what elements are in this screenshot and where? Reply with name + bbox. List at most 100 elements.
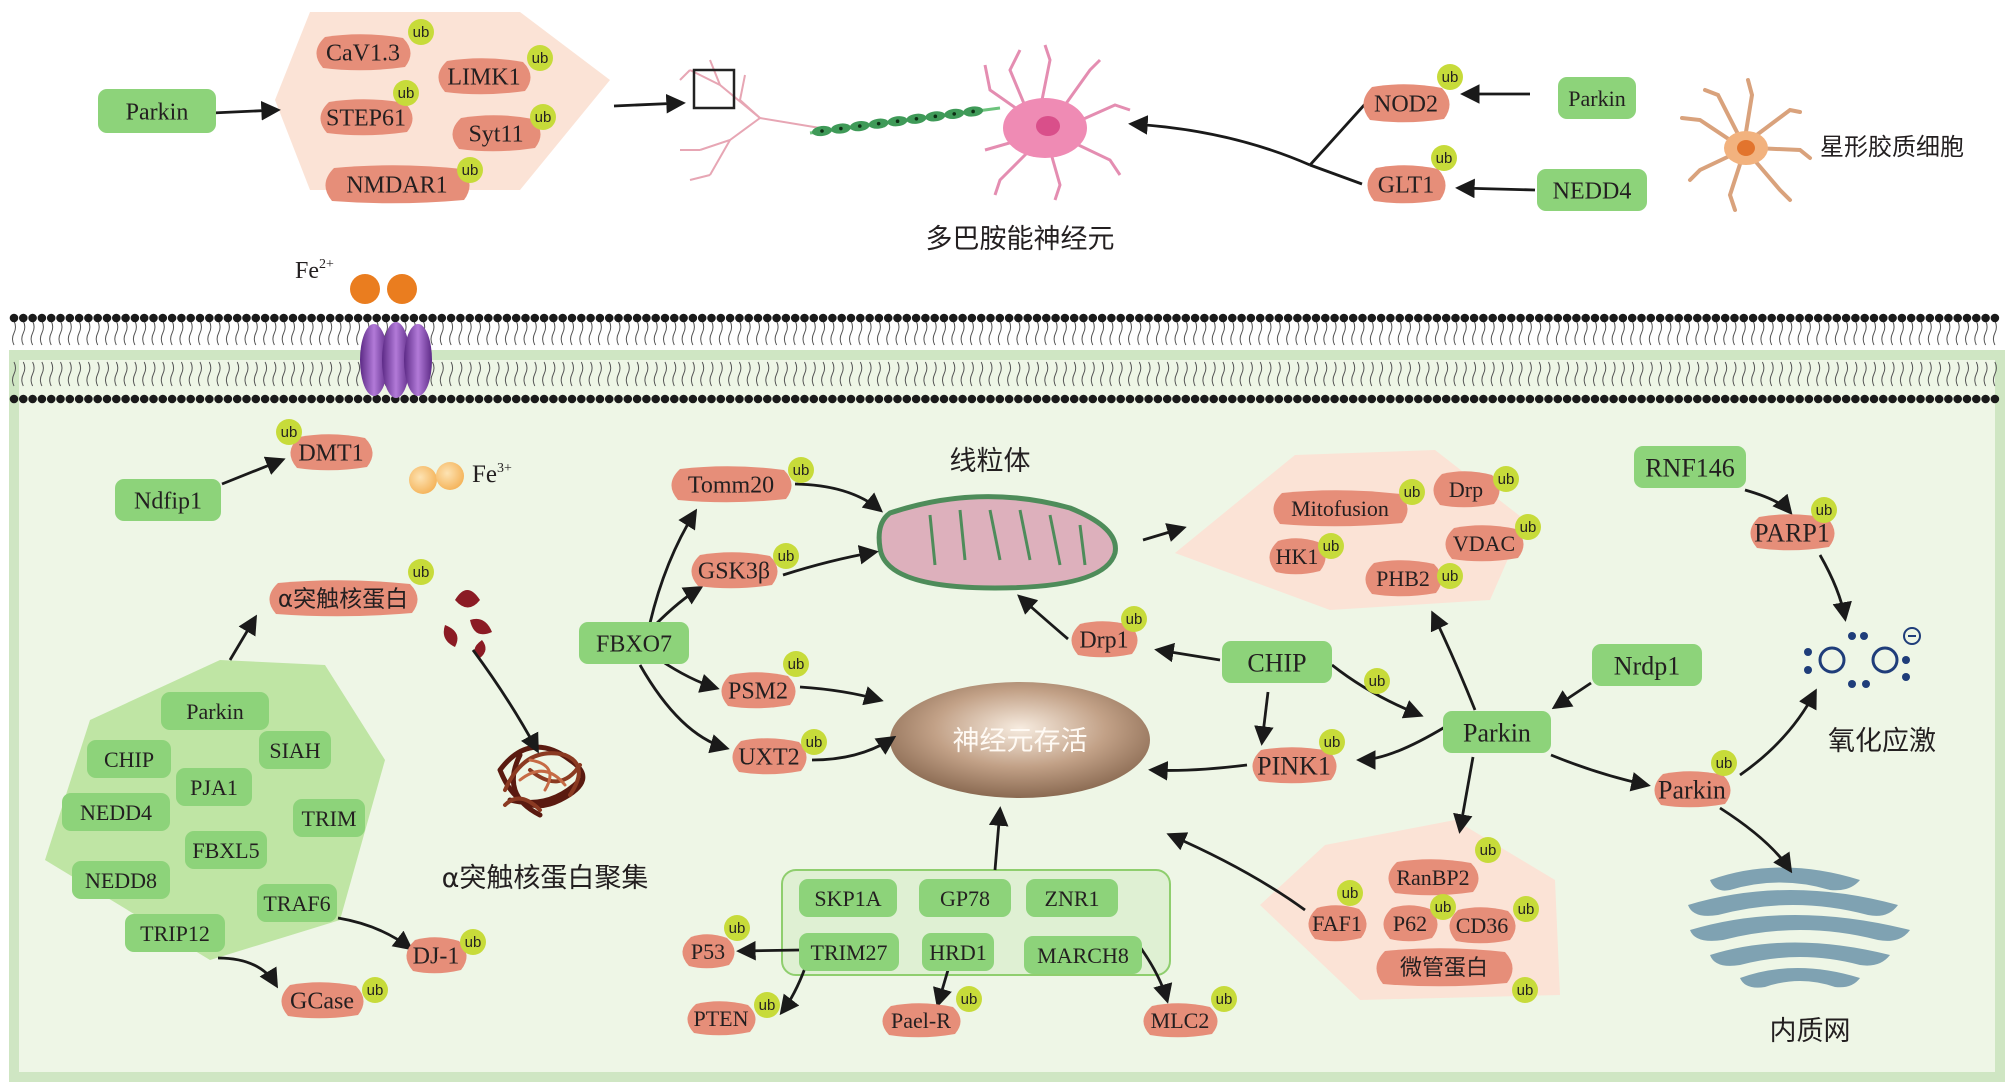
chip-e3-box-label: CHIP: [104, 747, 154, 772]
ranbp2-substrate-label: RanBP2: [1396, 865, 1469, 890]
pten-substrate-label: PTEN: [694, 1006, 749, 1031]
ubiquitin-badge: ub: [956, 986, 982, 1012]
dj1-substrate-label: DJ-1: [413, 944, 460, 970]
ubiquitin-badge: ub: [1515, 514, 1541, 540]
svg-text:ub: ub: [1498, 471, 1515, 488]
parkin-e3-box: Parkin: [161, 692, 269, 730]
astrocyte-label: 星形胶质细胞: [1820, 133, 1964, 161]
drp1-substrate-label: Drp1: [1079, 628, 1128, 654]
glt1-join: [1309, 163, 1363, 186]
parkin-to-mito-targets-arrow: [1430, 610, 1477, 711]
parkin-source-box: Parkin: [98, 89, 216, 133]
ndfip1-box-label: Ndfip1: [134, 489, 202, 515]
fbxo7-box: FBXO7: [579, 622, 689, 664]
p53-substrate-label: P53: [691, 939, 725, 964]
nrdp1-box: Nrdp1: [1592, 644, 1702, 686]
ubiquitin-badge: ub: [530, 104, 556, 130]
svg-text:ub: ub: [1716, 755, 1733, 772]
svg-text:ub: ub: [1520, 519, 1537, 536]
oxidative-stress-icon: [1804, 627, 1921, 688]
dmt1-substrate-label: DMT1: [298, 441, 363, 467]
tomm20-to-mito-arrow: [794, 482, 884, 513]
pael-r-substrate-label: Pael-R: [891, 1008, 951, 1033]
astrocyte: [1680, 78, 1812, 212]
ubiquitin-badge: ub: [1430, 894, 1456, 920]
parp1-substrate-label: PARP1: [1754, 518, 1830, 547]
ubiquitin-badge: ub: [408, 19, 434, 45]
vdac-substrate-label: VDAC: [1453, 531, 1515, 556]
alpha-synuclein-substrate-label: α突触核蛋白: [278, 586, 408, 612]
ubiquitin-badge: ub: [788, 457, 814, 483]
rnf146-to-parp1-arrow: [1744, 488, 1793, 516]
svg-text:ub: ub: [759, 997, 776, 1014]
nedd4-e3-box: NEDD4: [62, 793, 170, 831]
nod2-substrate-label: NOD2: [1374, 92, 1438, 118]
ubiquitin-badge: ub: [527, 45, 553, 71]
uxt2-substrate-label: UXT2: [738, 745, 799, 771]
neuronal-survival-node: [890, 682, 1150, 798]
hrd1-box-label: HRD1: [929, 940, 986, 965]
mitochondria-label: 线粒体: [950, 446, 1031, 477]
svg-text:ub: ub: [1517, 982, 1534, 999]
fe2-ion: [387, 274, 417, 304]
pten-substrate: PTEN ub: [687, 992, 780, 1036]
synapse-zoom-box: [692, 68, 736, 110]
synuclein-monomer-icon: [443, 590, 492, 658]
nedd4-box: NEDD4: [1537, 169, 1647, 211]
ubiquitin-badge: ub: [457, 157, 483, 183]
nrdp1-box-label: Nrdp1: [1614, 651, 1680, 680]
fe3-label: Fe3+: [472, 461, 512, 488]
ubiquitin-badge: ub: [1337, 880, 1363, 906]
nmdar1-substrate-label: NMDAR1: [346, 173, 447, 199]
fe2-ion: [350, 274, 380, 304]
parkin-to-cyto-targets-arrow: [1453, 756, 1475, 834]
mitofusion-substrate-label: Mitofusion: [1291, 496, 1389, 521]
ndfip1-to-dmt1-arrow: [221, 456, 286, 486]
march8-to-mlc2-arrow: [1138, 946, 1173, 1004]
psm2-to-survival-arrow: [799, 685, 884, 706]
ubiquitin-badge: ub: [393, 80, 419, 106]
traf6-e3-box: TRAF6: [257, 884, 337, 922]
trim-e3-box: TRIM: [293, 799, 365, 837]
chip-box-label: CHIP: [1247, 648, 1306, 677]
substrates-to-neuron-arrow: [613, 93, 686, 114]
parkin-ub-to-stress-arrow: [1739, 688, 1817, 777]
synuclein-aggregate-label: α突触核蛋白聚集: [442, 863, 649, 894]
trip12-e3-box: TRIP12: [125, 914, 225, 952]
svg-text:ub: ub: [1216, 991, 1233, 1008]
svg-text:ub: ub: [1126, 611, 1143, 628]
ndfip1-box: Ndfip1: [115, 479, 221, 521]
gsk3b-to-mito-arrow: [782, 545, 879, 577]
ubiquitin-badge: ub: [1512, 977, 1538, 1003]
parp1-to-stress-arrow: [1818, 554, 1852, 622]
trim-e3-box-label: TRIM: [302, 806, 357, 831]
ubiquitin-badge: ub: [1711, 750, 1737, 776]
neuronal-survival-label: 神经元存活: [953, 726, 1088, 757]
nmdar1-substrate: NMDAR1 ub: [325, 157, 483, 204]
fbxo7-to-uxt2-arrow: [638, 664, 730, 754]
ubiquitin-badge: ub: [754, 992, 780, 1018]
fbxo7-to-tomm20-arrow: [648, 508, 698, 624]
ubiquitin-badge: ub: [1811, 497, 1837, 523]
ubiquitin-badge: ub: [1399, 479, 1425, 505]
hrd1-to-pael-r-arrow: [933, 969, 952, 1008]
ubiquitin-badge: ub: [1475, 837, 1501, 863]
chip-to-drp1-arrow: [1154, 642, 1221, 663]
svg-text:ub: ub: [1323, 538, 1340, 555]
svg-text:ub: ub: [367, 982, 384, 999]
parkin-astro-box: Parkin: [1558, 77, 1636, 119]
svg-text:ub: ub: [778, 548, 795, 565]
mlc2-substrate-label: MLC2: [1151, 1008, 1210, 1033]
ubiquitin-badge: ub: [362, 977, 388, 1003]
